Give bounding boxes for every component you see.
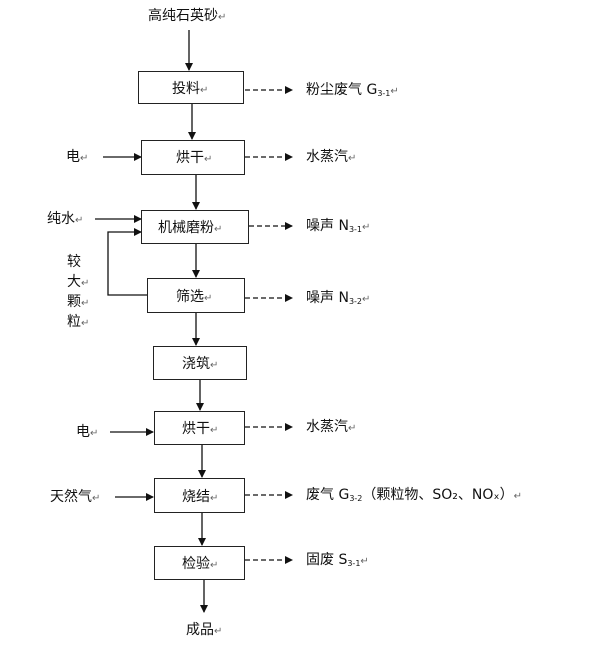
step-5-mark: ↵ — [210, 425, 219, 436]
output-5-main: 废气 G — [306, 487, 350, 503]
product-text: 成品 — [186, 622, 214, 638]
output-6-mark: ↵ — [360, 556, 369, 567]
output-noise-2: 噪声 N3-2↵ — [306, 290, 370, 310]
output-5-sub: 3-2 — [349, 494, 363, 503]
source-text: 高纯石英砂 — [148, 8, 218, 24]
process-label-feeding: 投料↵ — [172, 81, 208, 99]
input-3-mark: ↵ — [92, 493, 101, 504]
output-3-main: 噪声 N — [306, 290, 349, 306]
output-noise-1: 噪声 N3-1↵ — [306, 218, 370, 238]
recycle-char-1: 较 — [67, 254, 81, 270]
recycle-char-3: 颗↵ — [67, 294, 89, 312]
input-3-text: 天然气 — [50, 489, 92, 505]
process-label-drying-1: 烘干↵ — [176, 150, 212, 168]
output-2-mark: ↵ — [362, 222, 371, 233]
output-steam-2: 水蒸汽↵ — [306, 419, 356, 437]
input-pure-water: 纯水↵ — [47, 211, 83, 229]
output-3-mark: ↵ — [362, 294, 371, 305]
recycle-char-2-mark: ↵ — [81, 278, 90, 289]
step-4-mark: ↵ — [210, 360, 219, 371]
output-4-main: 水蒸汽 — [306, 419, 348, 435]
step-1-mark: ↵ — [204, 154, 213, 165]
step-3-mark: ↵ — [204, 293, 213, 304]
step-3-text: 筛选 — [176, 289, 204, 305]
step-2-text: 机械磨粉 — [158, 220, 214, 236]
process-box-casting — [153, 346, 247, 380]
product-label: 成品↵ — [186, 622, 222, 640]
recycle-loop-line — [107, 228, 147, 296]
recycle-char-4-text: 粒 — [67, 314, 81, 330]
recycle-char-3-text: 颗 — [67, 294, 81, 310]
input-0-text: 电 — [66, 149, 80, 165]
process-box-sintering — [154, 478, 245, 513]
output-1-main: 水蒸汽 — [306, 149, 348, 165]
output-4-mark: ↵ — [348, 423, 357, 434]
process-box-screening — [147, 278, 245, 313]
process-box-feeding — [138, 71, 244, 104]
output-6-sub: 3-1 — [347, 559, 361, 568]
recycle-char-3-mark: ↵ — [81, 298, 90, 309]
output-2-main: 噪声 N — [306, 218, 349, 234]
output-0-mark: ↵ — [390, 86, 399, 97]
step-0-mark: ↵ — [200, 85, 209, 96]
process-box-grinding — [141, 210, 249, 244]
output-solid-waste: 固废 S3-1↵ — [306, 552, 369, 572]
input-2-text: 电 — [76, 424, 90, 440]
recycle-char-2: 大↵ — [67, 274, 89, 292]
process-label-screening: 筛选↵ — [176, 289, 212, 307]
output-6-main: 固废 S — [306, 552, 348, 568]
input-1-mark: ↵ — [75, 215, 84, 226]
output-dust-gas: 粉尘废气 G3-1↵ — [306, 82, 399, 102]
step-7-text: 检验 — [182, 556, 210, 572]
output-1-mark: ↵ — [348, 153, 357, 164]
product-mark: ↵ — [214, 626, 223, 637]
source-mark: ↵ — [218, 12, 227, 23]
output-5-tail: （颗粒物、SO₂、NOₓ） — [362, 487, 514, 503]
output-exhaust-gas: 废气 G3-2（颗粒物、SO₂、NOₓ）↵ — [306, 487, 522, 507]
process-label-casting: 浇筑↵ — [182, 356, 218, 374]
recycle-char-4: 粒↵ — [67, 314, 89, 332]
source-label: 高纯石英砂↵ — [148, 8, 226, 26]
step-0-text: 投料 — [172, 81, 200, 97]
step-2-mark: ↵ — [214, 224, 223, 235]
input-electric-2: 电↵ — [76, 424, 98, 442]
input-electric-1: 电↵ — [66, 149, 88, 167]
recycle-char-4-mark: ↵ — [81, 318, 90, 329]
process-box-drying-1 — [141, 140, 245, 175]
recycle-char-1-text: 较 — [67, 254, 81, 270]
input-0-mark: ↵ — [80, 153, 89, 164]
input-1-text: 纯水 — [47, 211, 75, 227]
output-5-mark: ↵ — [513, 491, 523, 502]
process-label-drying-2: 烘干↵ — [182, 421, 218, 439]
output-2-sub: 3-1 — [348, 225, 363, 234]
process-label-inspection: 检验↵ — [182, 556, 218, 574]
step-1-text: 烘干 — [176, 150, 204, 166]
input-2-mark: ↵ — [90, 428, 99, 439]
process-box-inspection — [154, 546, 245, 580]
step-6-mark: ↵ — [210, 493, 219, 504]
output-3-sub: 3-2 — [348, 297, 363, 306]
output-0-sub: 3-1 — [377, 89, 391, 98]
step-4-text: 浇筑 — [182, 356, 210, 372]
step-7-mark: ↵ — [210, 560, 219, 571]
recycle-char-2-text: 大 — [67, 274, 81, 290]
step-6-text: 烧结 — [182, 489, 210, 505]
output-0-main: 粉尘废气 G — [306, 82, 378, 98]
process-label-grinding: 机械磨粉↵ — [158, 220, 222, 238]
process-box-drying-2 — [154, 411, 245, 445]
step-5-text: 烘干 — [182, 421, 210, 437]
process-label-sintering: 烧结↵ — [182, 489, 218, 507]
input-natural-gas: 天然气↵ — [50, 489, 100, 507]
output-steam-1: 水蒸汽↵ — [306, 149, 356, 167]
